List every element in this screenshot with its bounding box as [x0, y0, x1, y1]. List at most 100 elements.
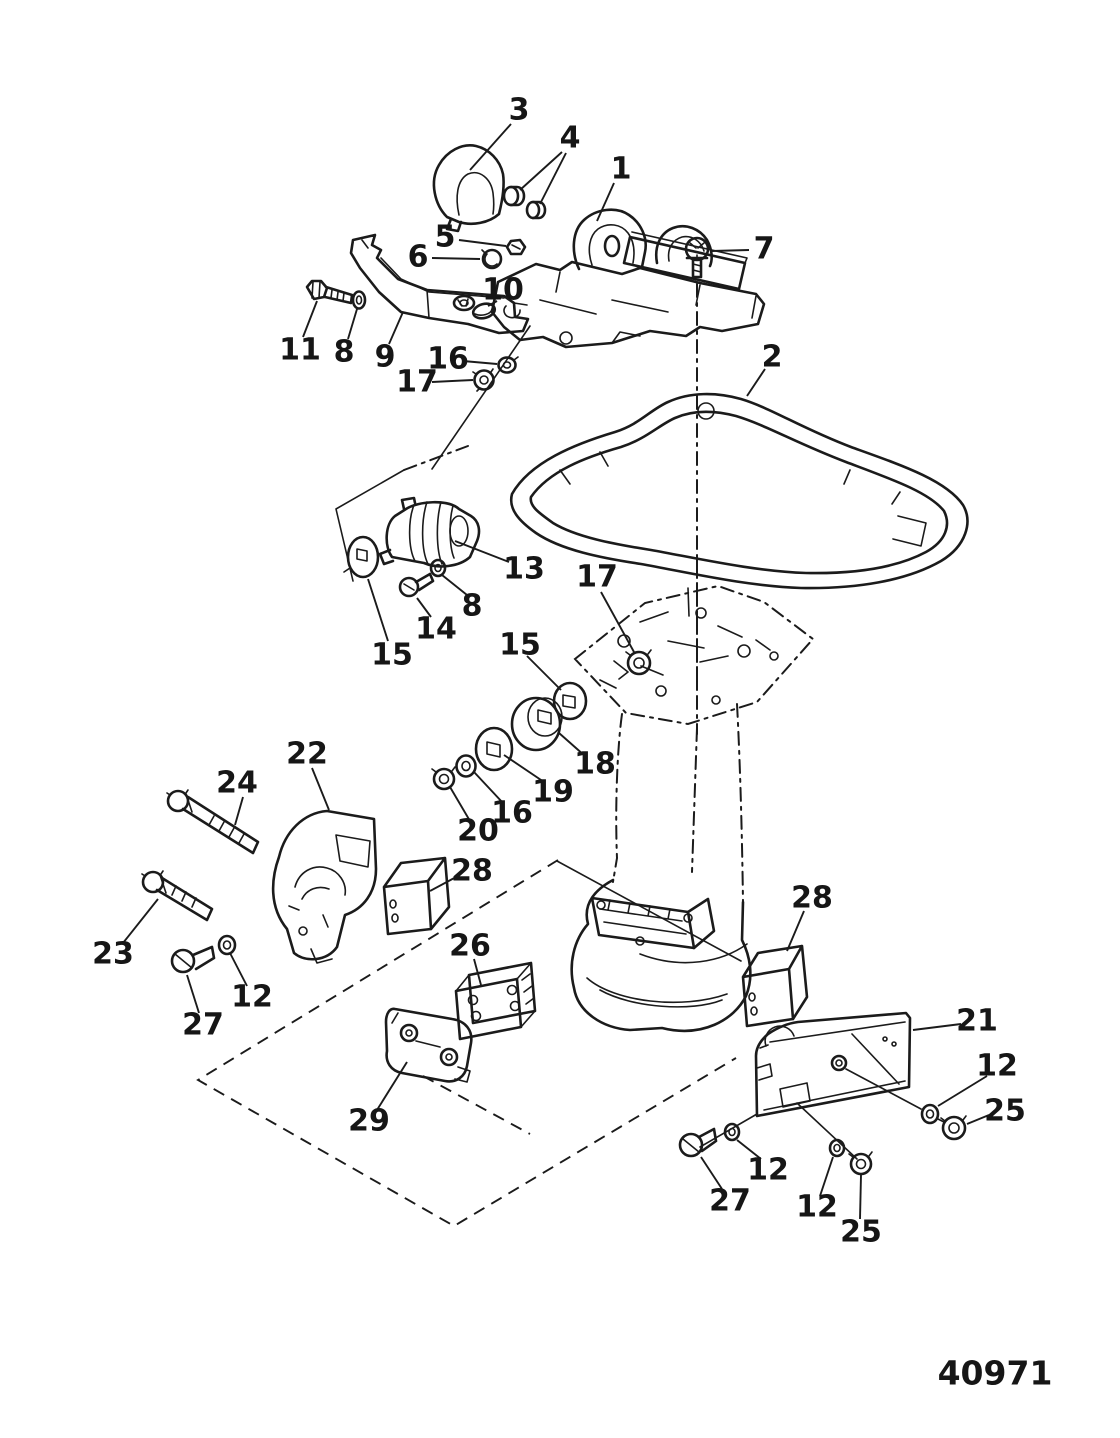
callout-label-14-15: 14 — [415, 612, 457, 647]
part-12-washer-left — [217, 934, 237, 956]
leader-line-8-14 — [441, 574, 468, 596]
leader-line-4-1 — [539, 152, 567, 205]
phantom-plate-outline — [196, 859, 742, 1228]
part-3-upper-mount-cover — [432, 144, 505, 233]
leader-line-23-25 — [122, 898, 159, 944]
part-13-mount-assembly — [378, 496, 481, 568]
leader-line-12-33 — [937, 1075, 988, 1107]
part-17-nut-upper — [472, 368, 495, 392]
part-15-grommet-left — [343, 535, 380, 579]
leader-line-29-30 — [376, 1061, 408, 1111]
callout-label-15-18: 15 — [499, 628, 541, 663]
callout-label-28-31: 28 — [791, 881, 833, 916]
part-26-mount-plates — [454, 961, 537, 1041]
callout-label-9-9: 9 — [375, 340, 396, 375]
part-23-bolt — [141, 870, 214, 922]
callout-label-6-4: 6 — [408, 240, 429, 275]
callout-label-2-12: 2 — [762, 340, 783, 375]
leader-line-14-15 — [416, 597, 432, 618]
leader-line-28-28 — [429, 875, 459, 892]
part-28-mount-left — [382, 856, 451, 936]
leader-line-10-6 — [487, 300, 498, 307]
callout-label-13-13: 13 — [503, 552, 545, 587]
callout-label-18-19: 18 — [574, 747, 616, 782]
bottom-right-hardware — [678, 1068, 967, 1176]
callout-label-25-38: 25 — [840, 1215, 882, 1250]
callout-label-11-7: 11 — [279, 333, 321, 368]
part-9-link-bracket — [349, 233, 530, 335]
leader-line-17-17 — [600, 591, 635, 653]
leader-line-12-35 — [736, 1139, 762, 1160]
callout-label-7-5: 7 — [754, 232, 775, 267]
callout-label-17-11: 17 — [396, 365, 438, 400]
callout-label-12-26: 12 — [231, 980, 273, 1015]
leader-line-27-27 — [186, 974, 200, 1014]
part-27-screw-left — [170, 945, 216, 974]
part-21-side-bracket — [754, 1011, 912, 1118]
leader-line-25-34 — [966, 1114, 990, 1125]
part-1-upper-mount-bracket — [490, 208, 766, 349]
callout-label-25-34: 25 — [984, 1094, 1026, 1129]
leader-line-19-20 — [503, 754, 545, 783]
part-29-lower-mount — [384, 1007, 473, 1083]
callout-label-16-21: 16 — [491, 796, 533, 831]
driveshaft-housing — [570, 703, 752, 1033]
callout-label-5-3: 5 — [435, 220, 456, 255]
callout-label-12-35: 12 — [747, 1153, 789, 1188]
part-22-bracket — [271, 809, 378, 964]
leader-line-9-9 — [388, 311, 404, 345]
callout-label-17-17: 17 — [576, 560, 618, 595]
leader-line-17-11 — [431, 379, 474, 383]
part-10-spacer — [471, 302, 497, 320]
leader-line-16-21 — [473, 771, 504, 804]
leader-line-2-12 — [746, 368, 766, 397]
leader-line-4-1 — [519, 151, 563, 191]
leader-line-28-31 — [786, 910, 805, 952]
leader-line-22-23 — [311, 767, 330, 811]
leader-line-13-13 — [454, 540, 510, 563]
leader-line-15-16 — [367, 578, 389, 642]
part-20-nut — [431, 766, 456, 791]
part-28-mount-right — [741, 944, 809, 1028]
leader-line-1-2 — [596, 182, 615, 222]
leader-line-26-29 — [473, 958, 482, 986]
callout-label-23-25: 23 — [92, 937, 134, 972]
part-2-gasket — [509, 392, 969, 590]
callout-label-28-28: 28 — [451, 854, 493, 889]
part-16-washer-upper — [497, 356, 519, 374]
callout-label-26-29: 26 — [449, 929, 491, 964]
leader-line-24-24 — [234, 796, 244, 826]
leader-line-16-10 — [462, 360, 498, 365]
callout-label-12-37: 12 — [796, 1190, 838, 1225]
callout-label-4-1: 4 — [560, 121, 581, 156]
leader-line-27-36 — [700, 1156, 723, 1190]
part-24-long-bolt — [166, 789, 260, 855]
callout-label-8-14: 8 — [462, 589, 483, 624]
callout-label-16-10: 16 — [427, 342, 469, 377]
part-6-nut — [481, 248, 503, 270]
leader-line-25-38 — [859, 1174, 862, 1220]
leader-line-15-18 — [526, 655, 562, 691]
callout-label-10-6: 10 — [482, 273, 524, 308]
callout-label-8-8: 8 — [334, 335, 355, 370]
part-17-nut-on-plate — [625, 649, 652, 676]
drawing-number: 40971 — [938, 1354, 1053, 1393]
part-19-washer — [474, 726, 514, 772]
part-5-nut — [505, 238, 527, 256]
callout-label-29-30: 29 — [348, 1104, 390, 1139]
leader-line-6-4 — [431, 257, 481, 260]
callout-label-1-2: 1 — [611, 152, 632, 187]
leader-line-5-3 — [458, 239, 507, 247]
callout-label-24-24: 24 — [216, 766, 258, 801]
callout-label-19-20: 19 — [532, 775, 574, 810]
part-14-bolt — [398, 572, 435, 598]
callout-label-12-33: 12 — [976, 1049, 1018, 1084]
part-4-bushings — [502, 185, 547, 220]
callout-label-3-0: 3 — [509, 93, 530, 128]
leader-line-3-0 — [469, 123, 512, 171]
callout-label-20-22: 20 — [457, 814, 499, 849]
part-16-washer-lower — [455, 754, 477, 778]
leader-line-18-19 — [558, 732, 586, 757]
leader-line-12-37 — [819, 1156, 834, 1197]
